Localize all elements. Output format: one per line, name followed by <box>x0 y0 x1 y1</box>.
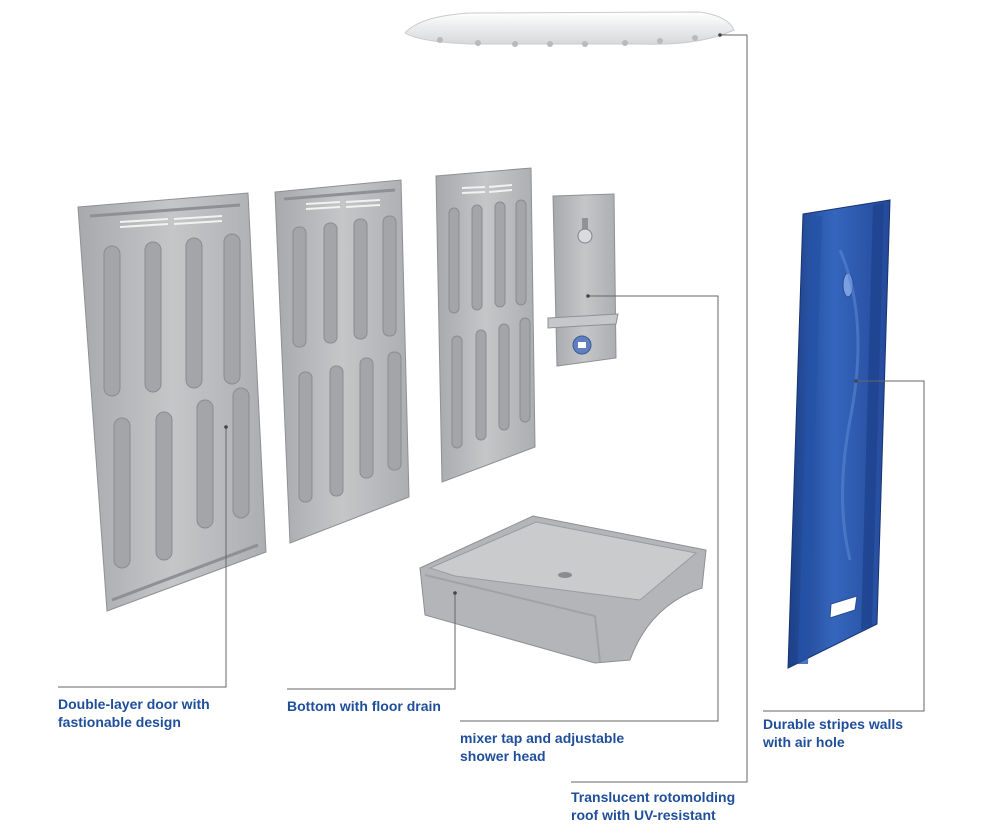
leader-walls <box>763 380 925 712</box>
label-roof-line2: roof with UV-resistant <box>571 807 716 823</box>
roof-part <box>404 11 735 47</box>
leader-dot-door <box>224 425 228 429</box>
label-walls: Durable stripes walls with air hole <box>763 715 903 751</box>
leader-bottom <box>287 593 456 690</box>
label-roof: Translucent rotomolding roof with UV-res… <box>571 788 735 824</box>
label-roof-line1: Translucent rotomolding <box>571 789 736 805</box>
label-door-line2: fastionable design <box>58 714 181 730</box>
shower-column <box>547 193 619 367</box>
leader-dot-roof <box>718 33 722 37</box>
leader-dot-tap <box>586 294 590 298</box>
label-tap-line1: mixer tap and adjustable <box>460 730 625 746</box>
label-walls-line1: Durable stripes walls <box>763 716 904 732</box>
leader-tap <box>460 295 719 722</box>
label-tap-line2: shower head <box>460 748 546 764</box>
leader-roof <box>571 34 748 783</box>
leader-dot-bottom <box>453 591 457 595</box>
label-door: Double-layer door with fastionable desig… <box>58 695 210 731</box>
label-bottom: Bottom with floor drain <box>287 697 441 715</box>
label-walls-line2: with air hole <box>763 734 845 750</box>
side-panel-middle <box>274 179 410 544</box>
label-door-line1: Double-layer door with <box>58 696 210 712</box>
leader-lines <box>58 34 925 783</box>
label-tap: mixer tap and adjustable shower head <box>460 729 624 765</box>
side-panel-back <box>435 167 536 483</box>
leader-dot-walls <box>854 379 858 383</box>
bottom-tray <box>419 515 707 664</box>
door-panel <box>77 192 267 612</box>
blue-wall <box>787 199 891 669</box>
label-bottom-line1: Bottom with floor drain <box>287 698 441 714</box>
leader-door <box>58 427 227 688</box>
